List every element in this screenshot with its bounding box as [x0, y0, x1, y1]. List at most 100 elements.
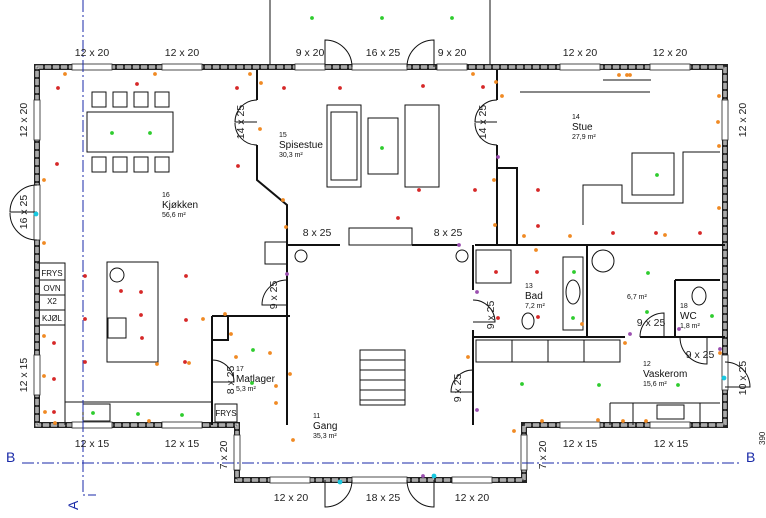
- svg-text:12 x 20: 12 x 20: [653, 47, 688, 59]
- green-electrical-point: [136, 412, 140, 416]
- section-b-left: B: [6, 449, 15, 465]
- armchair: [631, 152, 675, 196]
- staircase: [359, 349, 406, 406]
- svg-text:12 x 20: 12 x 20: [563, 47, 598, 59]
- orange-electrical-point: [42, 374, 46, 378]
- green-electrical-point: [251, 348, 255, 352]
- room-number: 11: [313, 413, 320, 420]
- section-b-right: B: [746, 449, 755, 465]
- room-number: 12: [643, 361, 651, 368]
- green-electrical-point: [597, 383, 601, 387]
- red-electrical-point: [236, 164, 240, 168]
- appliance-labels: FRYS OVN X2 KJØL FRYS: [41, 269, 238, 423]
- purple-electrical-point: [285, 272, 289, 276]
- green-electrical-point: [710, 314, 714, 318]
- red-electrical-point: [184, 318, 188, 322]
- orange-electrical-point: [522, 234, 526, 238]
- room-number: 13: [525, 283, 533, 290]
- orange-electrical-point: [259, 81, 263, 85]
- svg-text:18 x 25: 18 x 25: [366, 492, 401, 504]
- red-electrical-point: [83, 274, 87, 278]
- svg-text:8 x 25: 8 x 25: [434, 227, 463, 239]
- interior-walls: [211, 70, 725, 425]
- room-name: Matlager: [236, 374, 276, 385]
- green-electrical-point: [180, 413, 184, 417]
- red-electrical-point: [698, 231, 702, 235]
- cyan-electrical-point: [431, 473, 437, 479]
- svg-text:12 x 15: 12 x 15: [165, 438, 200, 450]
- orange-electrical-point: [534, 248, 538, 252]
- orange-electrical-point: [223, 312, 227, 316]
- cyan-electrical-point: [721, 375, 727, 381]
- chairs: [91, 91, 170, 173]
- electrical-points: [33, 16, 727, 485]
- doors: [9, 39, 751, 508]
- green-electrical-point: [380, 16, 384, 20]
- sofa: [404, 104, 440, 188]
- red-electrical-point: [473, 188, 477, 192]
- green-electrical-point: [572, 270, 576, 274]
- orange-electrical-point: [568, 234, 572, 238]
- orange-electrical-point: [623, 341, 627, 345]
- red-electrical-point: [282, 86, 286, 90]
- svg-text:14 x 25: 14 x 25: [477, 105, 489, 140]
- room-area: 7,2 m²: [525, 303, 546, 310]
- red-electrical-point: [494, 270, 498, 274]
- room-name: Kjøkken: [162, 200, 198, 211]
- svg-text:X2: X2: [47, 297, 57, 306]
- orange-electrical-point: [580, 322, 584, 326]
- orange-electrical-point: [717, 144, 721, 148]
- purple-electrical-point: [718, 347, 722, 351]
- red-electrical-point: [611, 231, 615, 235]
- orange-electrical-point: [717, 94, 721, 98]
- red-electrical-point: [52, 377, 56, 381]
- room-number: 14: [572, 114, 580, 121]
- orange-electrical-point: [147, 419, 151, 423]
- cyan-electrical-point: [337, 479, 343, 485]
- purple-electrical-point: [475, 408, 479, 412]
- kitchen-island: [106, 261, 159, 363]
- orange-electrical-point: [42, 178, 46, 182]
- toilet: [691, 286, 707, 306]
- orange-electrical-point: [63, 72, 67, 76]
- purple-electrical-point: [677, 327, 681, 331]
- room-area: 1,8 m²: [680, 323, 701, 330]
- svg-text:KJØL: KJØL: [42, 314, 63, 323]
- orange-electrical-point: [274, 401, 278, 405]
- orange-electrical-point: [663, 233, 667, 237]
- room-area: 15,6 m²: [643, 381, 667, 388]
- window-dimensions: 12 x 20 12 x 20 9 x 20 16 x 25 9 x 20 12…: [18, 47, 749, 504]
- svg-text:14 x 25: 14 x 25: [235, 105, 247, 140]
- orange-electrical-point: [466, 355, 470, 359]
- orange-electrical-point: [596, 418, 600, 422]
- svg-text:7 x 20: 7 x 20: [218, 441, 230, 470]
- orange-electrical-point: [281, 198, 285, 202]
- red-electrical-point: [52, 410, 56, 414]
- red-electrical-point: [535, 270, 539, 274]
- orange-electrical-point: [644, 419, 648, 423]
- green-electrical-point: [110, 131, 114, 135]
- furniture: [37, 79, 720, 425]
- svg-text:12 x 20: 12 x 20: [274, 492, 309, 504]
- orange-electrical-point: [625, 73, 629, 77]
- svg-text:16 x 25: 16 x 25: [18, 195, 30, 230]
- orange-electrical-point: [512, 429, 516, 433]
- svg-text:9 x 20: 9 x 20: [438, 47, 467, 59]
- red-electrical-point: [139, 313, 143, 317]
- svg-text:12 x 15: 12 x 15: [654, 438, 689, 450]
- electric-panel-icon: [591, 249, 615, 273]
- room-area: 56,6 m²: [162, 212, 186, 219]
- red-electrical-point: [235, 86, 239, 90]
- orange-electrical-point: [471, 72, 475, 76]
- svg-text:9 x 25: 9 x 25: [686, 349, 715, 361]
- green-electrical-point: [646, 271, 650, 275]
- red-electrical-point: [135, 82, 139, 86]
- room-name: Vaskerom: [643, 369, 687, 380]
- red-electrical-point: [83, 360, 87, 364]
- svg-text:8 x 25: 8 x 25: [303, 227, 332, 239]
- orange-electrical-point: [274, 384, 278, 388]
- room-name: Stue: [572, 122, 593, 133]
